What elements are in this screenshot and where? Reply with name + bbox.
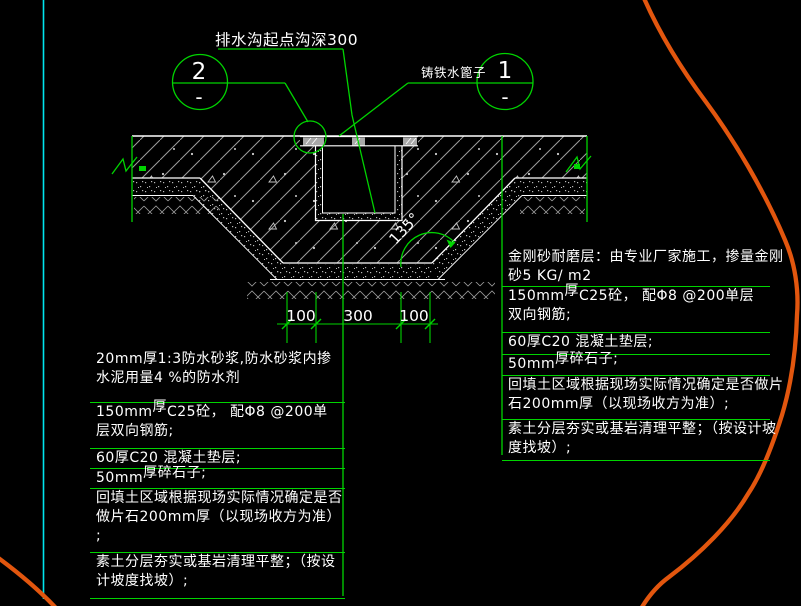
dim-ticks <box>281 318 436 330</box>
callout-line: 层双向钢筋; <box>96 423 174 439</box>
callout-line: 做片石200mm厚（以现场收方为准） <box>96 509 341 525</box>
callout-line: 计坡度找坡）; <box>96 573 189 589</box>
left-break-mark <box>111 156 138 175</box>
angle-dimension <box>400 231 456 268</box>
detail-balloon-1 <box>338 52 534 137</box>
title-leader <box>342 48 376 214</box>
callout-line: 150mm厚C25砼， 配Φ8 @200单层 <box>502 283 770 306</box>
annotation-lines <box>111 48 592 596</box>
right-break-mark <box>565 155 592 173</box>
callout-line: 石200mm厚（以现场收方为准）; <box>508 396 730 412</box>
callout-line: 60厚C20 混凝土垫层; <box>502 332 770 352</box>
callout-line: 金刚砂耐磨层：由专业厂家施工，掺量金刚 <box>508 249 784 265</box>
balloon-circle <box>171 53 229 111</box>
balloon-2-leader <box>284 82 309 123</box>
callout-line: 回填土区域根据现场实际情况确定是否 <box>90 488 345 508</box>
left-break-dot <box>139 166 146 171</box>
callout-line: 回填土区域根据现场实际情况确定是否做片 <box>502 375 783 395</box>
balloon-2-target-circle <box>293 120 327 154</box>
dimension-string <box>277 292 438 343</box>
callout-line: ; <box>96 528 102 544</box>
callout-line <box>502 460 770 461</box>
callout-line: 50mm厚碎石子; <box>502 351 770 374</box>
callout-line: 水泥用量4 %的防水剂 <box>96 370 241 386</box>
bedding-stipple-bands <box>132 178 587 280</box>
balloon-2-sheet: - <box>195 85 202 109</box>
callout-line: 度找坡）; <box>508 440 572 456</box>
angle-arrow <box>446 239 455 248</box>
callout-line: 150mm厚C25砼， 配Φ8 @200单 <box>90 399 345 422</box>
dim-text-mid: 300 <box>343 307 373 325</box>
right-break-dot <box>574 164 580 169</box>
detail-balloon-2 <box>171 53 327 154</box>
balloon-1-number: 1 <box>498 58 513 84</box>
callout-line: 素土分层夯实或基岩清理平整；（按设 <box>90 552 345 572</box>
drain-channel-box <box>314 141 403 222</box>
balloon-1-sheet: - <box>501 85 508 109</box>
callout-line: 60厚C20 混凝土垫层; <box>90 448 345 468</box>
callout-line: 素土分层夯实或基岩清理平整；（按设计坡 <box>502 419 776 439</box>
dim-text-left: 100 <box>286 307 316 325</box>
callout-line: 砂5 KG/ m2 <box>508 268 592 284</box>
balloon-1-leader <box>338 82 409 137</box>
balloon-2-number: 2 <box>192 59 207 85</box>
callout-line: 50mm厚碎石子; <box>90 465 345 488</box>
grate-label: 铸铁水篦子 <box>421 65 486 80</box>
balloon-circle <box>476 52 534 111</box>
callout-left: 20mm厚1:3防水砂浆,防水砂浆内掺水泥用量4 %的防水剂 150mm厚C25砼… <box>90 350 345 599</box>
drawing-title-note: 排水沟起点沟深300 <box>215 31 358 49</box>
dim-text-right: 100 <box>399 307 429 325</box>
callout-line: 20mm厚1:3防水砂浆,防水砂浆内掺 <box>96 351 332 367</box>
callout-line <box>90 598 345 599</box>
callout-line: 双向钢筋; <box>508 307 572 323</box>
